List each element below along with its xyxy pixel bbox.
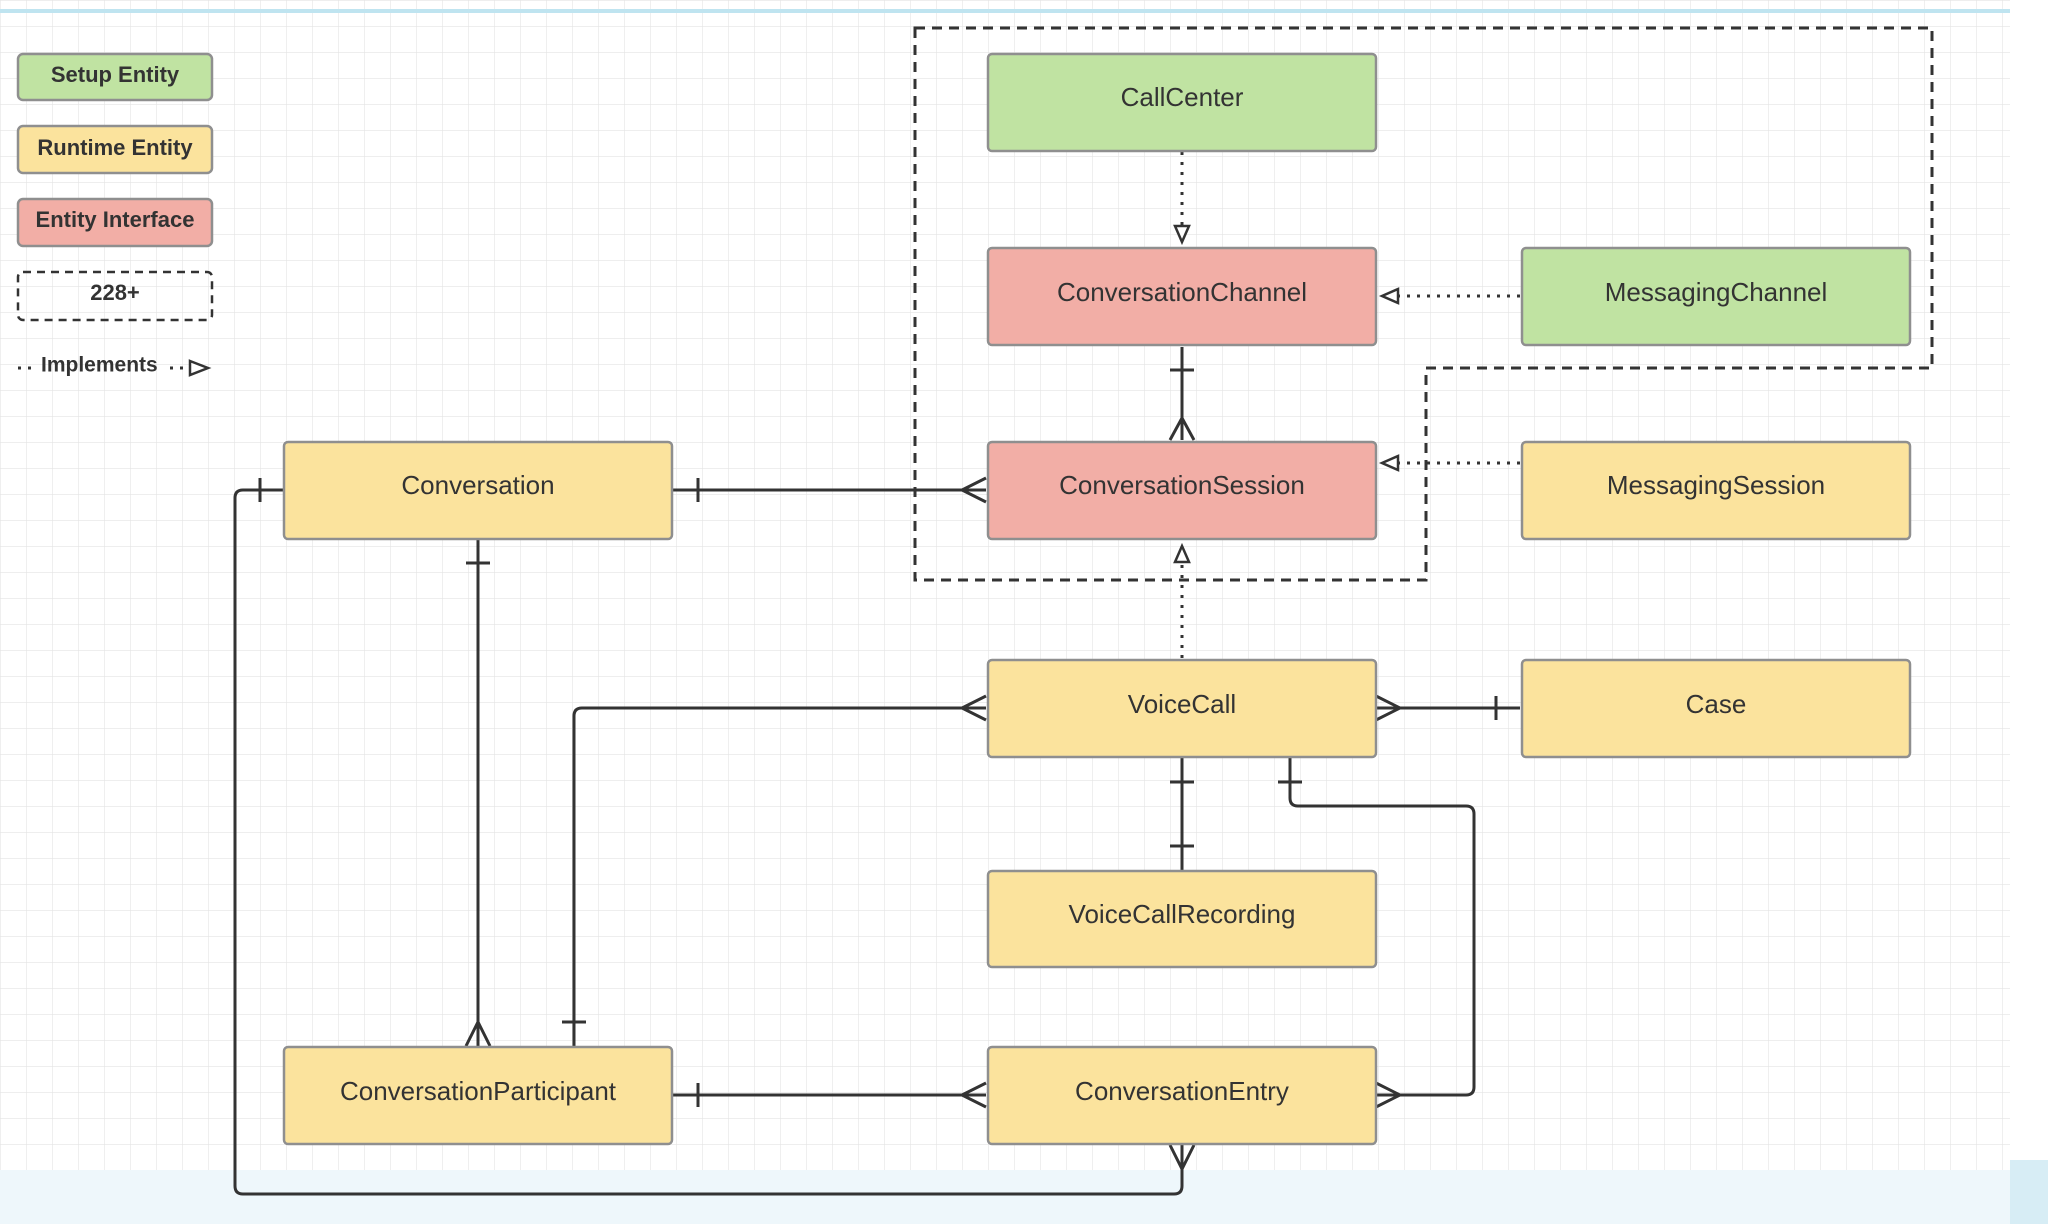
entity-conversation-channel-label: ConversationChannel [1057,277,1307,307]
entity-conversation-session[interactable]: ConversationSession [986,440,1378,541]
entity-callcenter[interactable]: CallCenter [986,52,1378,153]
entity-case[interactable]: Case [1520,658,1912,759]
legend: Setup Entity Runtime Entity Entity Inter… [16,52,214,377]
legend-interface-label: Entity Interface [36,207,195,232]
entity-voice-call-recording[interactable]: VoiceCallRecording [986,869,1378,969]
entity-messaging-session[interactable]: MessagingSession [1520,440,1912,541]
legend-runtime-swatch [16,124,214,175]
channel-session-group-boundary [913,26,1934,582]
entity-case-label: Case [1686,689,1747,719]
entity-conversation-session-label: ConversationSession [1059,470,1305,500]
entity-voice-call-label: VoiceCall [1128,689,1236,719]
legend-setup-label: Setup Entity [51,62,180,87]
voicecall-implements-arrow-icon [1173,542,1191,564]
participant-entry-crowfoot-icon [958,1081,987,1109]
voicecall-case-crowfoot-icon [1375,694,1404,722]
entity-messaging-channel[interactable]: MessagingChannel [1520,246,1912,347]
messagingsession-implements-arrow-icon [1378,454,1400,472]
legend-setup-swatch [16,52,214,102]
channel-session-crowfoot-icon [1168,414,1196,441]
voicecall-participant-line [572,706,986,1046]
entity-conversation-participant[interactable]: ConversationParticipant [282,1045,674,1146]
voicecall-entry-crowfoot-icon [1375,1081,1404,1109]
voicecall-participant-crowfoot-icon [958,694,987,722]
entity-voice-call-recording-label: VoiceCallRecording [1069,899,1296,929]
legend-group-swatch [16,270,214,322]
legend-implements-label: Implements [41,354,158,377]
entity-voice-call[interactable]: VoiceCall [986,658,1378,759]
conversation-session-crowfoot-icon [958,476,987,504]
entity-conversation-participant-label: ConversationParticipant [340,1076,617,1106]
conversation-entry-line [233,488,1184,1196]
grid-background [0,0,2010,1220]
bottom-strip [0,1170,2048,1224]
entity-messaging-channel-label: MessagingChannel [1605,277,1828,307]
legend-runtime-label: Runtime Entity [37,135,193,160]
entity-conversation-label: Conversation [401,470,554,500]
entity-conversation-entry-label: ConversationEntry [1075,1076,1289,1106]
callcenter-implements-arrow-icon [1173,224,1191,246]
legend-interface-swatch [16,197,214,248]
legend-implements-arrow-icon [188,359,212,377]
voicecall-entry-line [1288,758,1476,1097]
connectors [233,152,1520,1196]
right-strip [2010,1160,2048,1224]
entity-conversation-channel[interactable]: ConversationChannel [986,246,1378,347]
entity-callcenter-label: CallCenter [1121,82,1244,112]
entity-conversation[interactable]: Conversation [282,440,674,541]
entity-messaging-session-label: MessagingSession [1607,470,1825,500]
messagingchannel-implements-arrow-icon [1378,287,1400,305]
conversation-entry-crowfoot-icon [1168,1144,1196,1173]
top-bar [0,9,2010,13]
legend-group-label: 228+ [90,280,140,305]
conversation-participant-crowfoot-icon [464,1018,492,1047]
entity-conversation-entry[interactable]: ConversationEntry [986,1045,1378,1146]
